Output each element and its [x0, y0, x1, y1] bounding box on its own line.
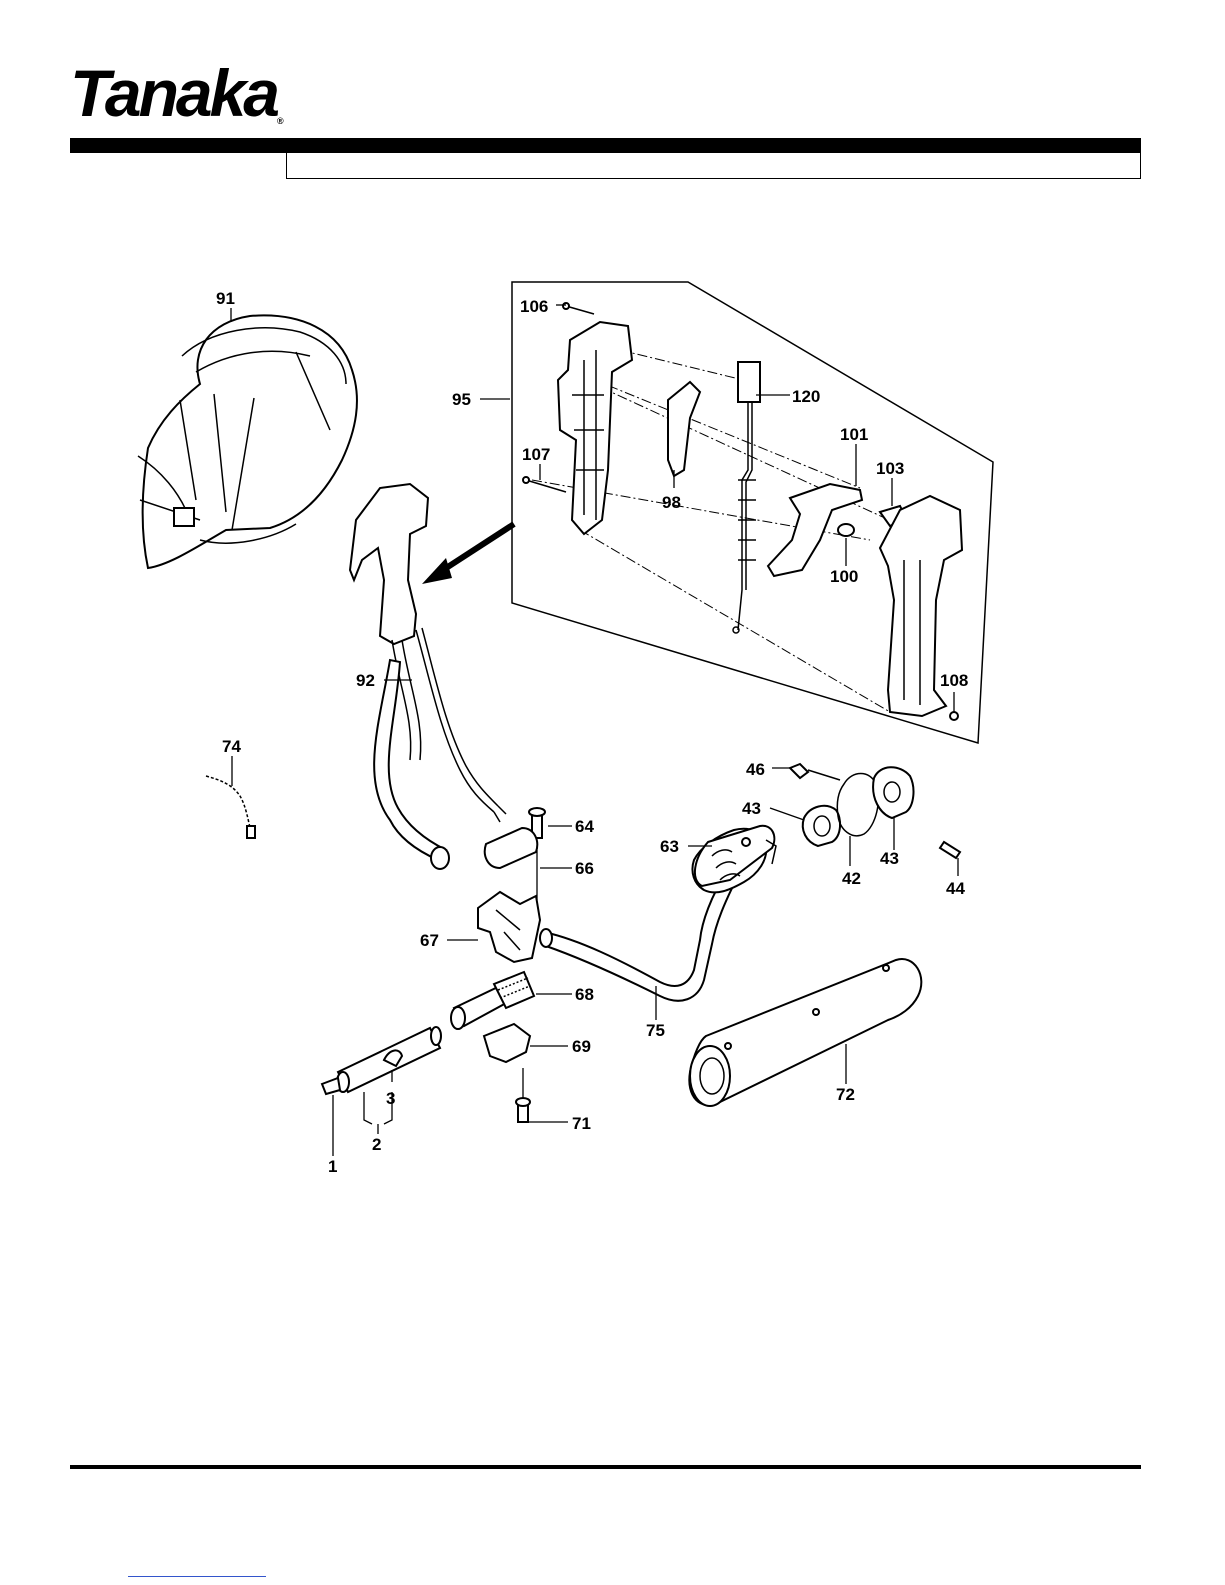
callout-68: 68 [575, 985, 594, 1004]
callout-66: 66 [575, 859, 594, 878]
tube-icon [689, 959, 921, 1106]
callout-46: 46 [746, 760, 765, 779]
callout-107: 107 [522, 445, 550, 464]
callout-108: 108 [940, 671, 968, 690]
callout-98: 98 [662, 493, 681, 512]
pipe-clamp [478, 808, 545, 962]
trigger-lever [668, 382, 700, 476]
wire-harness [733, 362, 760, 633]
screw-108 [950, 712, 958, 720]
screw-107 [526, 480, 566, 492]
callout-1: 1 [328, 1157, 337, 1176]
callout-43a: 43 [742, 799, 761, 818]
harness-icon [138, 315, 357, 568]
callout-91: 91 [216, 289, 235, 308]
callout-2: 2 [372, 1135, 381, 1154]
callout-63: 63 [660, 837, 679, 856]
footer-link-underline[interactable] [128, 1576, 266, 1577]
callout-101: 101 [840, 425, 868, 444]
chain-icon [206, 776, 255, 838]
handle-half-left [558, 322, 632, 534]
callout-42: 42 [842, 869, 861, 888]
callout-69: 69 [572, 1037, 591, 1056]
callout-43b: 43 [880, 849, 899, 868]
callout-71: 71 [572, 1114, 591, 1133]
callout-106: 106 [520, 297, 548, 316]
footer-rule [70, 1465, 1141, 1469]
callout-3: 3 [386, 1089, 395, 1108]
clamp-assembly [790, 764, 960, 858]
callout-100: 100 [830, 567, 858, 586]
callout-103: 103 [876, 459, 904, 478]
callout-72: 72 [836, 1085, 855, 1104]
callout-75: 75 [646, 1021, 665, 1040]
callout-120: 120 [792, 387, 820, 406]
callout-92: 92 [356, 671, 375, 690]
screw-106 [566, 306, 594, 314]
spring [838, 524, 854, 536]
callout-74: 74 [222, 737, 241, 756]
callout-95: 95 [452, 390, 471, 409]
inset-panel [512, 282, 993, 743]
callout-67: 67 [420, 931, 439, 950]
callout-44: 44 [946, 879, 965, 898]
assembly-arrow [422, 524, 514, 584]
grip-handle-icon [540, 826, 776, 1001]
callout-64: 64 [575, 817, 594, 836]
